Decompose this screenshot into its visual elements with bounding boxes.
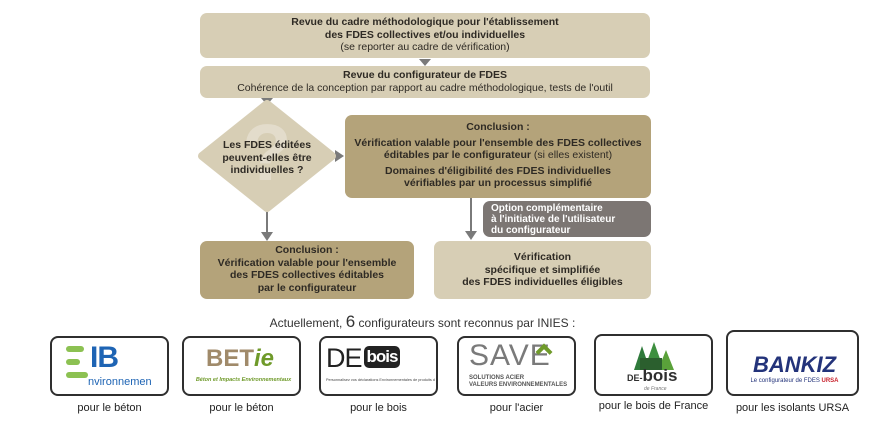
decision-watermark-glyph: ? xyxy=(243,108,292,197)
save-tagline-2: VALEURS ENVIRONNEMENTALES xyxy=(469,382,568,388)
conclusion-collective-line2-wrap: éditables par le configurateur (si elles… xyxy=(345,149,651,162)
verification-line1: Vérification xyxy=(513,251,572,263)
decision-diamond xyxy=(198,100,336,212)
configurator-review-box: Revue du configurateur de FDES Cohérence… xyxy=(200,66,650,98)
betie-tagline: Béton et Impacts Environnementaux xyxy=(195,377,292,383)
verification-line3: des FDES individuelles éligibles xyxy=(462,276,623,288)
option-line1: Option complémentaire xyxy=(491,203,603,214)
conclusion-collective-line4: vérifiables par un processus simplifié xyxy=(404,177,592,189)
conclusion-collective-title: Conclusion : xyxy=(466,121,530,133)
methodology-review-line3: (se reporter au cadre de vérification) xyxy=(340,41,510,53)
individual-verification-box: Vérification spécifique et simplifiée de… xyxy=(434,241,651,299)
conclusion-collective-line2: éditables par le configurateur xyxy=(383,149,531,161)
bankiz-tagline-brand: URSA xyxy=(821,378,839,384)
conclusion-left-line2: des FDES collectives éditables xyxy=(229,269,385,281)
caption-save: pour l'acier xyxy=(489,402,544,414)
arrow-conclusion-down-head xyxy=(465,231,477,240)
summary-prefix: Actuellement, xyxy=(269,316,346,330)
decision-line1: Les FDES éditées xyxy=(222,139,312,151)
bankiz-wordmark: BANKIZ xyxy=(752,352,837,377)
save-wordmark: SAVE xyxy=(469,339,551,372)
debois-france-de: DE- xyxy=(627,373,643,383)
decision-line3: individuelles ? xyxy=(230,164,304,176)
debois-france-bois: bois xyxy=(642,366,678,385)
configurators-summary: Actuellement, 6 configurateurs sont reco… xyxy=(0,312,845,332)
complementary-option-box: Option complémentaire à l'initiative de … xyxy=(483,201,651,237)
conclusion-left-line3: par le configurateur xyxy=(257,281,357,294)
eib-subtitle: nvironnemen xyxy=(88,376,152,388)
eib-e-mark xyxy=(66,346,88,380)
debois-bois: bois xyxy=(363,346,401,368)
caption-bankiz: pour les isolants URSA xyxy=(735,402,850,414)
conclusion-left-box: Conclusion : Vérification valable pour l… xyxy=(200,241,414,299)
conclusion-collective-line2-note: (si elles existent) xyxy=(530,149,613,161)
configurator-review-subtitle: Cohérence de la conception par rapport a… xyxy=(237,81,613,94)
bankiz-tagline-text: Le configurateur de FDES xyxy=(750,378,822,384)
option-line3: du configurateur xyxy=(491,225,571,236)
methodology-review-line2: des FDES collectives et/ou individuelles xyxy=(324,28,526,41)
debois-france-wordmark: DE-bois xyxy=(627,366,677,386)
tree-icon xyxy=(634,342,674,370)
decision-line2: peuvent-elles être xyxy=(222,151,312,164)
conclusion-collective-line1: Vérification valable pour l'ensemble des… xyxy=(354,136,642,149)
betie-wordmark: BETie xyxy=(206,345,274,373)
debois-france-tagline: de France xyxy=(644,386,667,392)
conclusion-left-line1: Vérification valable pour l'ensemble xyxy=(217,256,397,269)
save-tagline-1: SOLUTIONS ACIER xyxy=(469,375,525,381)
bankiz-tagline: Le configurateur de FDES URSA xyxy=(728,378,857,384)
summary-count: 6 xyxy=(345,312,356,331)
configurator-review-title: Revue du configurateur de FDES xyxy=(343,69,507,81)
logo-betie: BETie Béton et Impacts Environnementaux xyxy=(182,336,301,396)
decision-question: Les FDES éditées peuvent-elles être indi… xyxy=(212,139,322,179)
option-line2: à l'initiative de l'utilisateur xyxy=(491,214,616,225)
arrow-decision-to-conclusion-head xyxy=(335,150,344,162)
caption-debois: pour le bois xyxy=(350,402,407,414)
methodology-review-line1: Revue du cadre méthodologique pour l'éta… xyxy=(291,16,559,28)
logo-bankiz: BANKIZ Le configurateur de FDES URSA xyxy=(726,330,859,396)
summary-suffix: configurateurs sont reconnus par INIES : xyxy=(355,316,576,330)
caption-eib: pour le béton xyxy=(77,402,142,414)
betie-ie: ie xyxy=(254,345,275,372)
debois-tagline: Personnalisez vos déclarations Environne… xyxy=(326,378,435,382)
arrow-decision-down-head xyxy=(261,232,273,241)
methodology-review-box: Revue du cadre méthodologique pour l'éta… xyxy=(200,13,650,58)
conclusion-collective-line3: Domaines d'éligibilité des FDES individu… xyxy=(385,164,611,177)
arrow-box1-to-box2 xyxy=(419,59,431,66)
caption-debois-france: pour le bois de France xyxy=(598,400,709,412)
logo-eib-environnement: IB nvironnemen xyxy=(50,336,169,396)
caption-betie: pour le béton xyxy=(209,402,274,414)
logo-debois-france: DE-bois de France xyxy=(594,334,713,396)
logo-save: SAVE SOLUTIONS ACIER VALEURS ENVIRONNEME… xyxy=(457,336,576,396)
betie-bet: BET xyxy=(206,345,254,372)
conclusion-collective-box: Conclusion : Vérification valable pour l… xyxy=(345,115,651,198)
debois-de: DE xyxy=(326,343,363,373)
conclusion-left-title: Conclusion : xyxy=(275,244,339,256)
verification-line2: spécifique et simplifiée xyxy=(484,263,601,276)
eib-letters: IB xyxy=(90,341,119,374)
